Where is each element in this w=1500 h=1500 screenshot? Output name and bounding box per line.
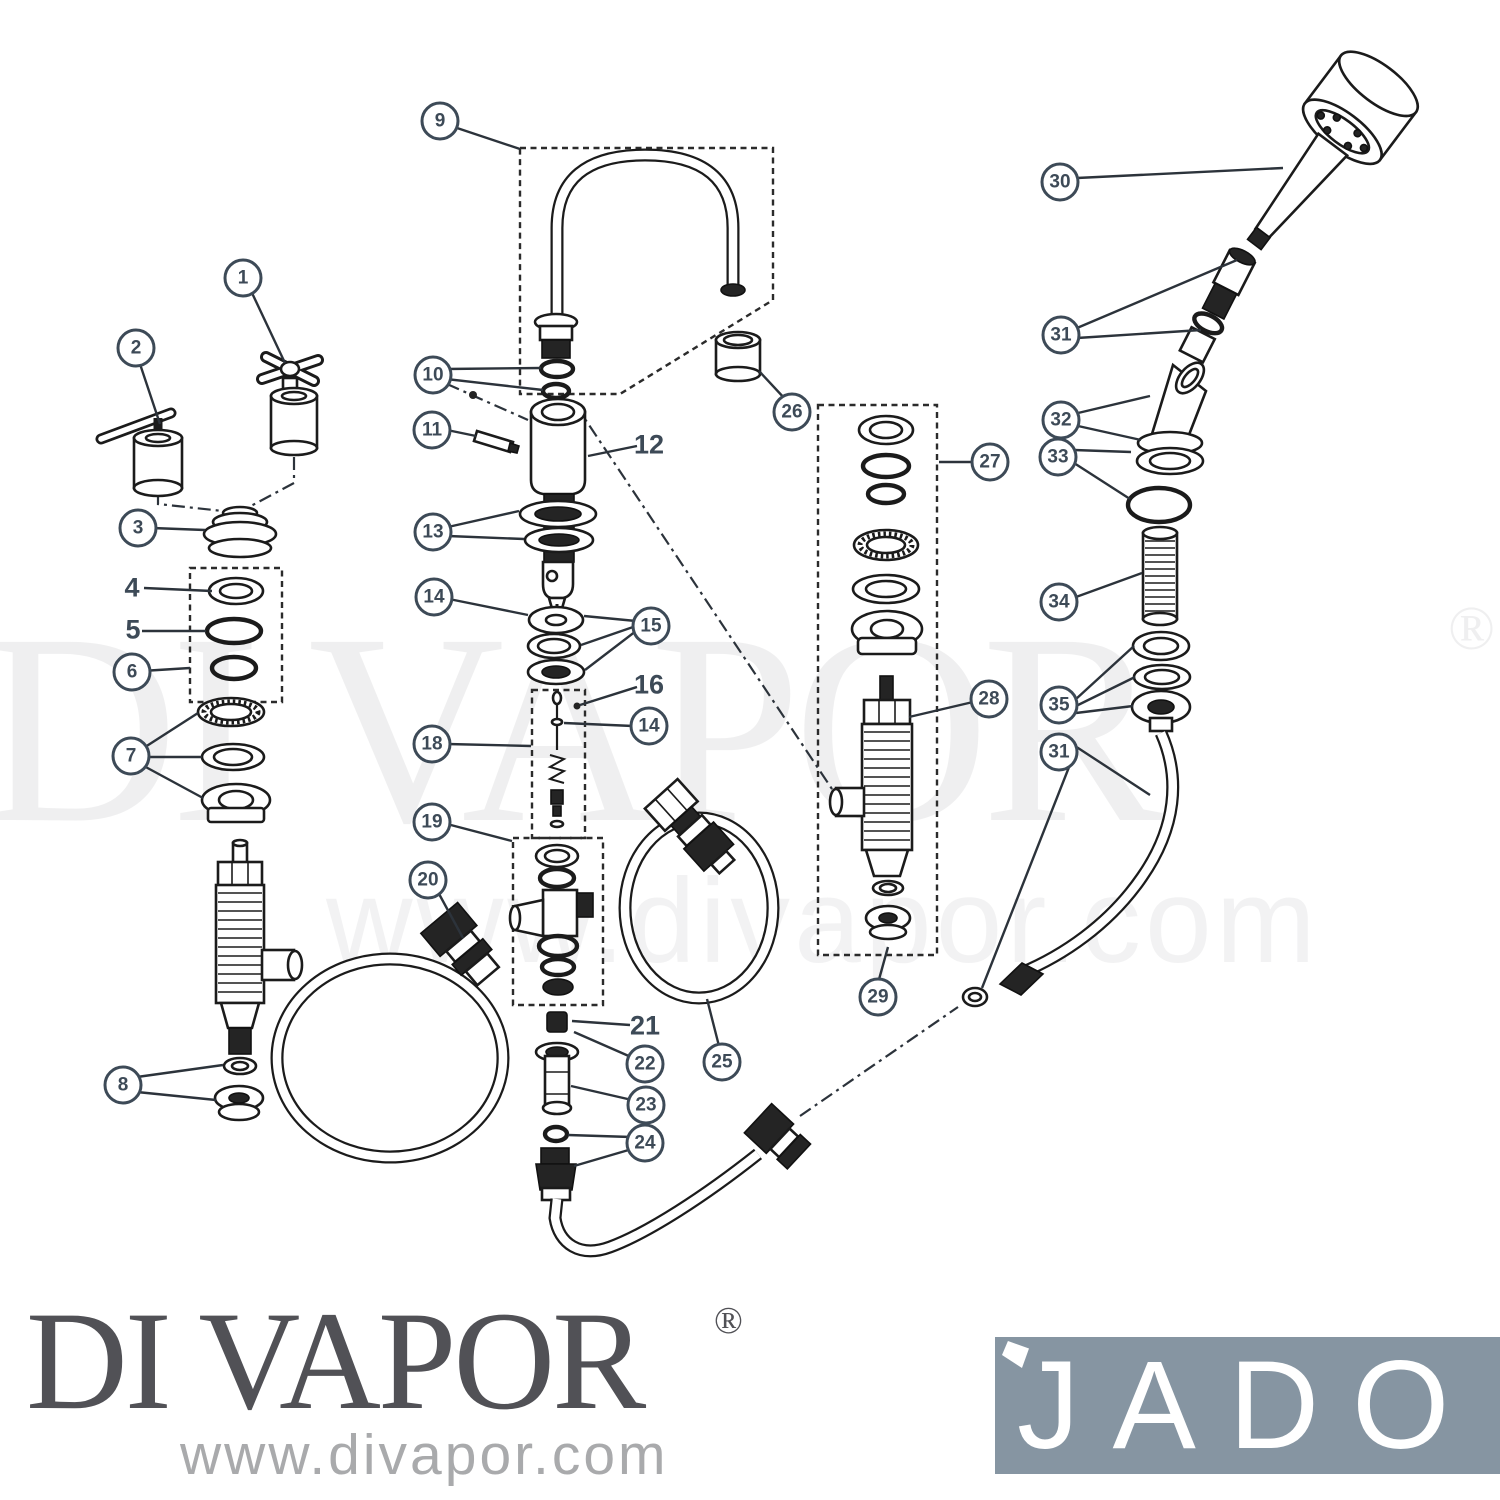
callout-11: 11 <box>412 410 452 450</box>
callout-34: 34 <box>1039 582 1079 622</box>
divapor-url: www.divapor.com <box>180 1423 669 1487</box>
washer-stack-27 <box>850 414 924 656</box>
callout-31: 31 <box>1041 315 1081 355</box>
elbow-32 <box>1135 361 1208 476</box>
callout-32: 32 <box>1041 400 1081 440</box>
callout-16: 16 <box>633 669 665 700</box>
callout-31b: 31 <box>1039 732 1079 772</box>
escutcheon-dome <box>202 505 278 559</box>
jado-logo: JADO <box>995 1337 1500 1474</box>
callout-29: 29 <box>858 977 898 1017</box>
fittings-21-24 <box>534 1011 580 1202</box>
hose-bottom-outlet <box>548 1102 812 1258</box>
washer-stack-35 <box>1130 630 1192 733</box>
callout-21: 21 <box>629 1010 661 1041</box>
stem-box-18 <box>547 690 581 829</box>
divapor-logo: DI VAPOR <box>26 1283 646 1439</box>
callout-28: 28 <box>969 679 1009 719</box>
cartridge-28 <box>828 675 914 941</box>
callout-10: 10 <box>413 355 453 395</box>
hose-end-31 <box>1178 247 1257 364</box>
divapor-registered-icon: ® <box>714 1300 743 1342</box>
watermark-registered-icon: ® <box>1448 595 1496 663</box>
hose-20 <box>270 901 510 1164</box>
callout-18: 18 <box>412 724 452 764</box>
spout-body-12 <box>529 397 587 496</box>
callout-30: 30 <box>1040 162 1080 202</box>
callout-8: 8 <box>103 1065 143 1105</box>
callout-6: 6 <box>112 652 152 692</box>
oring-pair-10 <box>538 358 576 401</box>
handshower-30 <box>1246 50 1420 251</box>
callout-27: 27 <box>970 442 1010 482</box>
leader-lines <box>136 125 1284 1168</box>
valve-cartridge-left <box>213 838 304 1122</box>
callout-4: 4 <box>124 572 140 603</box>
callout-2: 2 <box>116 328 156 368</box>
threaded-tube-34 <box>1141 525 1179 627</box>
callout-7: 7 <box>111 736 151 776</box>
watermark-brand: DI VAPOR <box>0 578 1163 879</box>
callout-20: 20 <box>408 860 448 900</box>
callout-1: 1 <box>223 258 263 298</box>
callout-14b: 14 <box>629 706 669 746</box>
callout-13: 13 <box>413 512 453 552</box>
callout-23: 23 <box>626 1085 666 1125</box>
washer-set-4-5-6 <box>204 576 265 682</box>
callout-25: 25 <box>702 1042 742 1082</box>
callout-26: 26 <box>772 392 812 432</box>
callout-35: 35 <box>1039 685 1079 725</box>
callout-33: 33 <box>1038 437 1078 477</box>
hose-25 <box>618 777 780 1005</box>
callout-12: 12 <box>633 429 665 460</box>
aerator-26 <box>714 330 762 383</box>
callout-3: 3 <box>118 508 158 548</box>
set-screw-11 <box>472 429 520 454</box>
callout-19: 19 <box>412 802 452 842</box>
callout-14: 14 <box>414 577 454 617</box>
oring-33 <box>1125 485 1193 525</box>
callout-15: 15 <box>631 606 671 646</box>
jado-logo-text: JADO <box>1017 1336 1483 1475</box>
spout-assembly <box>533 148 746 359</box>
callout-24: 24 <box>625 1123 665 1163</box>
hose-31 <box>961 730 1180 1008</box>
lever-handle-assembly <box>95 407 184 498</box>
mount-collars-13 <box>518 493 598 614</box>
cross-handle-assembly <box>256 351 324 457</box>
callout-5: 5 <box>125 614 141 645</box>
callout-22: 22 <box>625 1044 665 1084</box>
tee-box-19 <box>508 843 594 996</box>
washer-stack-14-15 <box>526 604 586 686</box>
washer-group-7 <box>196 696 272 824</box>
callout-9: 9 <box>420 101 460 141</box>
